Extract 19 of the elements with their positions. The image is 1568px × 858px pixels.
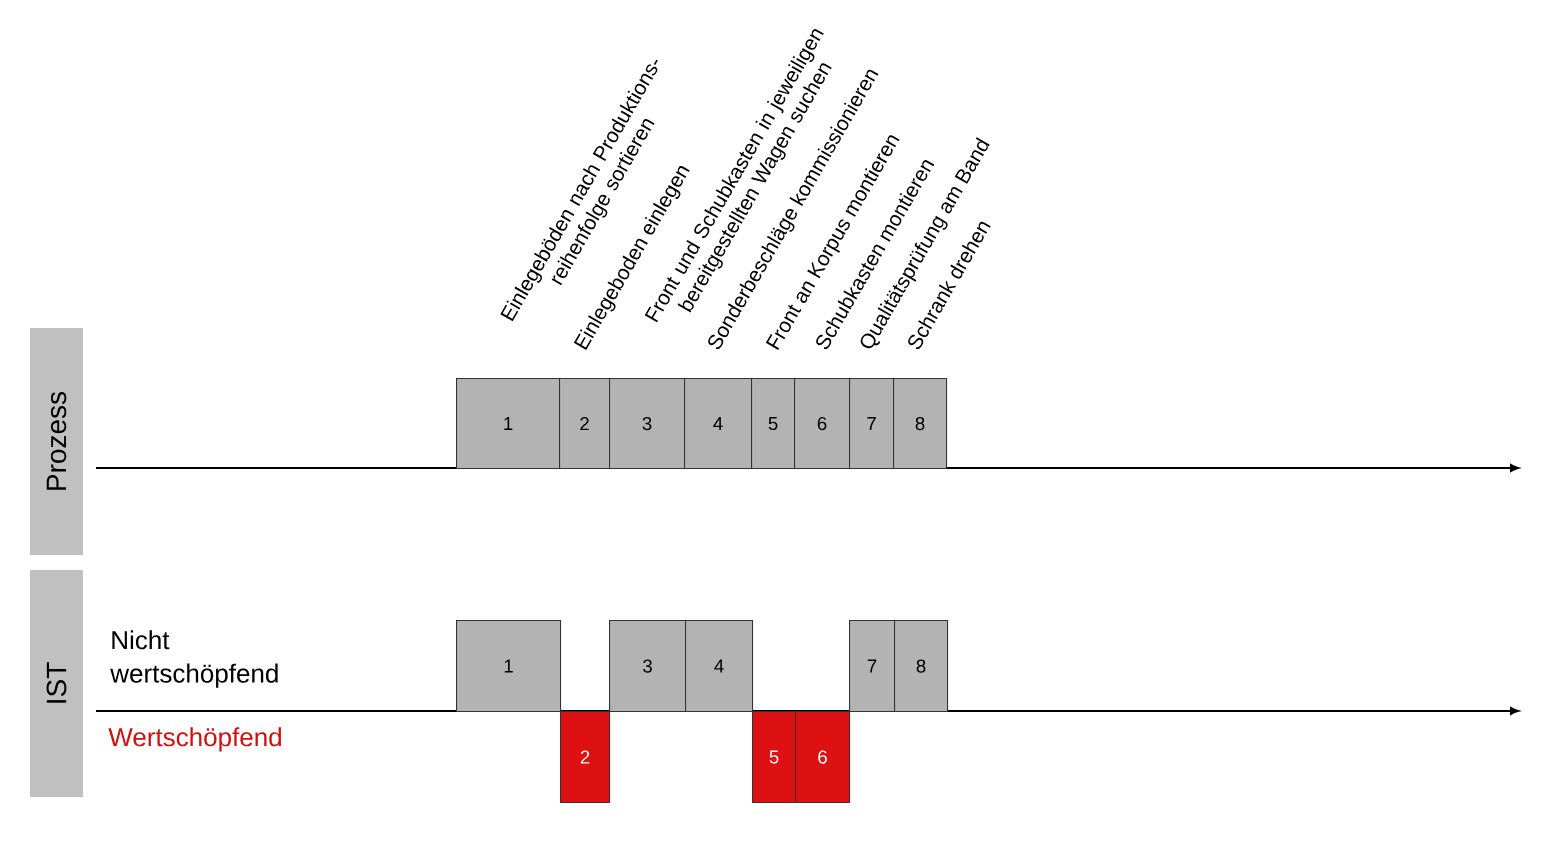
value-adding-step-box: 5 (752, 711, 797, 804)
value-adding-step-box: 2 (560, 711, 611, 804)
step-box: 3 (609, 620, 687, 713)
step-box: 3 (609, 378, 686, 470)
step-box: 4 (684, 378, 753, 470)
step-box: 6 (794, 378, 851, 470)
step-box: 7 (849, 378, 895, 470)
step-box: 7 (849, 620, 896, 713)
row-label: Wertschöpfend (108, 727, 281, 752)
step-box: 1 (456, 620, 562, 713)
step-box: 8 (893, 378, 948, 470)
side-band: IST (30, 570, 83, 797)
step-box: 4 (685, 620, 754, 713)
side-band: Prozess (30, 328, 83, 555)
step-box: 8 (894, 620, 949, 713)
step-box: 2 (559, 378, 611, 470)
value-adding-step-box: 6 (795, 711, 851, 804)
row-label: Nicht wertschöpfend (110, 630, 278, 688)
step-box: 5 (751, 378, 796, 470)
